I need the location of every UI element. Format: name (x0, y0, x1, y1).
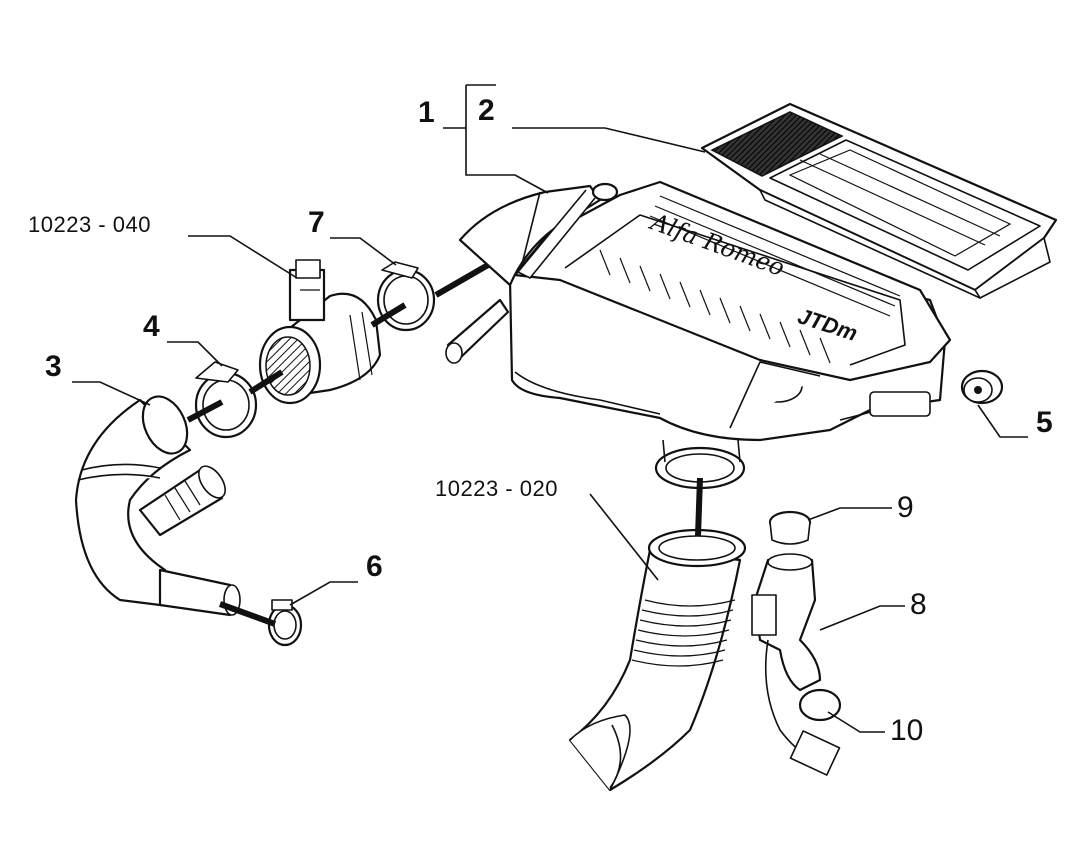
callout-1: 1 (418, 96, 435, 129)
callout-10: 10 (890, 714, 924, 747)
part-code-040: 10223 - 040 (28, 212, 151, 237)
callout-3: 3 (45, 350, 62, 383)
grommet (960, 369, 1004, 405)
part-code-020: 10223 - 020 (435, 476, 558, 501)
callout-8: 8 (910, 588, 927, 621)
callout-6: 6 (366, 550, 383, 583)
corrugated-duct (568, 528, 747, 792)
alignment-bars (186, 262, 703, 627)
callout-5: 5 (1036, 406, 1053, 439)
mass-air-flow-sensor (258, 259, 382, 405)
callout-7: 7 (308, 206, 325, 239)
hose-clamp-4 (194, 361, 258, 439)
callout-4: 4 (143, 310, 160, 343)
hose-clamp-7 (376, 261, 436, 332)
callout-9: 9 (897, 491, 914, 524)
intake-hose (74, 395, 241, 617)
leader-lines (72, 84, 1028, 733)
callout-2: 2 (478, 94, 495, 127)
air-box-housing: Alfa Romeo JTDm (445, 180, 952, 490)
air-filter-element (700, 102, 1058, 299)
sensor-assembly (751, 510, 842, 776)
